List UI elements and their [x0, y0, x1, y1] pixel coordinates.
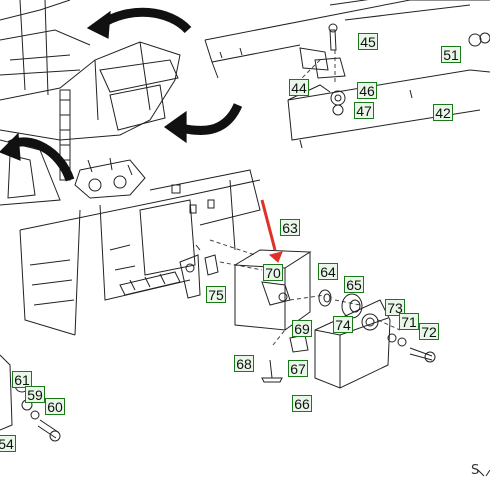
callout-60: 60	[45, 398, 65, 415]
highlight-arrow	[260, 199, 283, 263]
corner-sketch	[477, 469, 490, 477]
callout-54: 54	[0, 435, 16, 452]
callout-64: 64	[318, 263, 338, 280]
screw-68	[261, 359, 283, 383]
cover-box	[233, 249, 312, 331]
screw-set-right	[387, 333, 436, 363]
beam-assembly	[204, 0, 490, 149]
machine-overview-illustration	[0, 0, 181, 206]
callout-67: 67	[288, 360, 308, 377]
callout-46: 46	[357, 82, 377, 99]
callout-74: 74	[333, 316, 353, 333]
view-indicator-arrows	[0, 7, 243, 182]
callout-44: 44	[289, 79, 309, 96]
shaft-parts-left	[0, 354, 61, 442]
callout-59: 59	[25, 386, 45, 403]
callout-66: 66	[292, 395, 312, 412]
main-frame	[19, 169, 261, 336]
callout-70: 70	[263, 264, 283, 281]
callout-45: 45	[358, 33, 378, 50]
callout-63: 63	[280, 219, 300, 236]
callout-51: 51	[441, 46, 461, 63]
callout-68: 68	[234, 355, 254, 372]
callout-61: 61	[12, 371, 32, 388]
callout-69: 69	[292, 320, 312, 337]
callout-71: 71	[399, 313, 419, 330]
callout-42: 42	[433, 104, 453, 121]
bushings	[318, 289, 363, 319]
callout-72: 72	[419, 323, 439, 340]
callout-47: 47	[354, 102, 374, 119]
hinge-bracket	[179, 244, 219, 299]
callout-75: 75	[206, 286, 226, 303]
callout-73: 73	[385, 299, 405, 316]
corner-mark: S	[471, 463, 480, 478]
callout-65: 65	[344, 276, 364, 293]
